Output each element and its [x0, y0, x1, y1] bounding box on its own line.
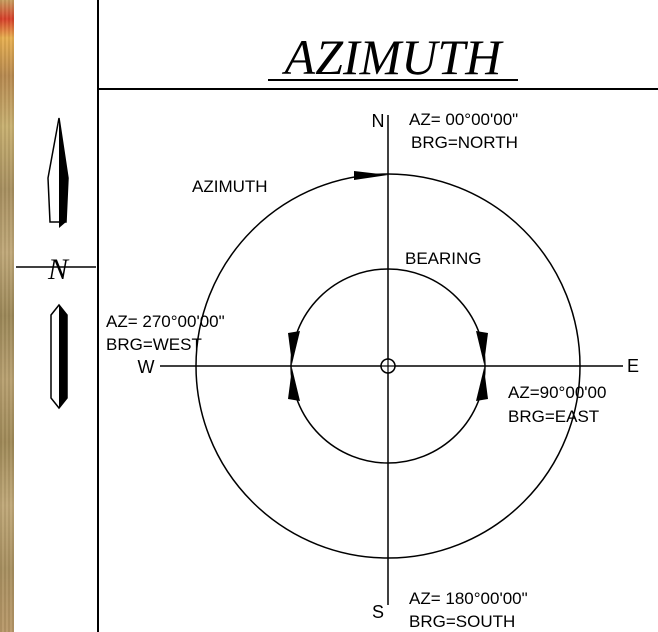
- south-azimuth-text: AZ= 180°00'00": [409, 589, 528, 608]
- compass-west-letter: W: [138, 357, 155, 377]
- azimuth-circle-label: AZIMUTH: [192, 177, 268, 196]
- north-bearing-text: BRG=NORTH: [411, 133, 518, 152]
- bearing-arrowhead-nw-icon: [288, 331, 300, 364]
- west-bearing-text: BRG=WEST: [106, 335, 202, 354]
- compass-north-letter: N: [372, 111, 385, 131]
- bearing-circle-label: BEARING: [405, 249, 482, 268]
- north-arrow-letter: N: [47, 253, 70, 286]
- page-title: AZIMUTH: [282, 29, 505, 85]
- bearing-arrowhead-ne-icon: [476, 331, 488, 364]
- south-bearing-text: BRG=SOUTH: [409, 612, 515, 631]
- west-azimuth-text: AZ= 270°00'00": [106, 312, 225, 331]
- compass-east-letter: E: [627, 356, 639, 376]
- compass-south-letter: S: [372, 602, 384, 622]
- azimuth-arrowhead-icon: [354, 171, 388, 180]
- north-azimuth-text: AZ= 00°00'00": [409, 110, 518, 129]
- east-azimuth-text: AZ=90°00'00: [508, 383, 606, 402]
- bearing-arrowhead-se-icon: [476, 368, 488, 401]
- east-bearing-text: BRG=EAST: [508, 407, 599, 426]
- bearing-arrowhead-sw-icon: [288, 368, 300, 401]
